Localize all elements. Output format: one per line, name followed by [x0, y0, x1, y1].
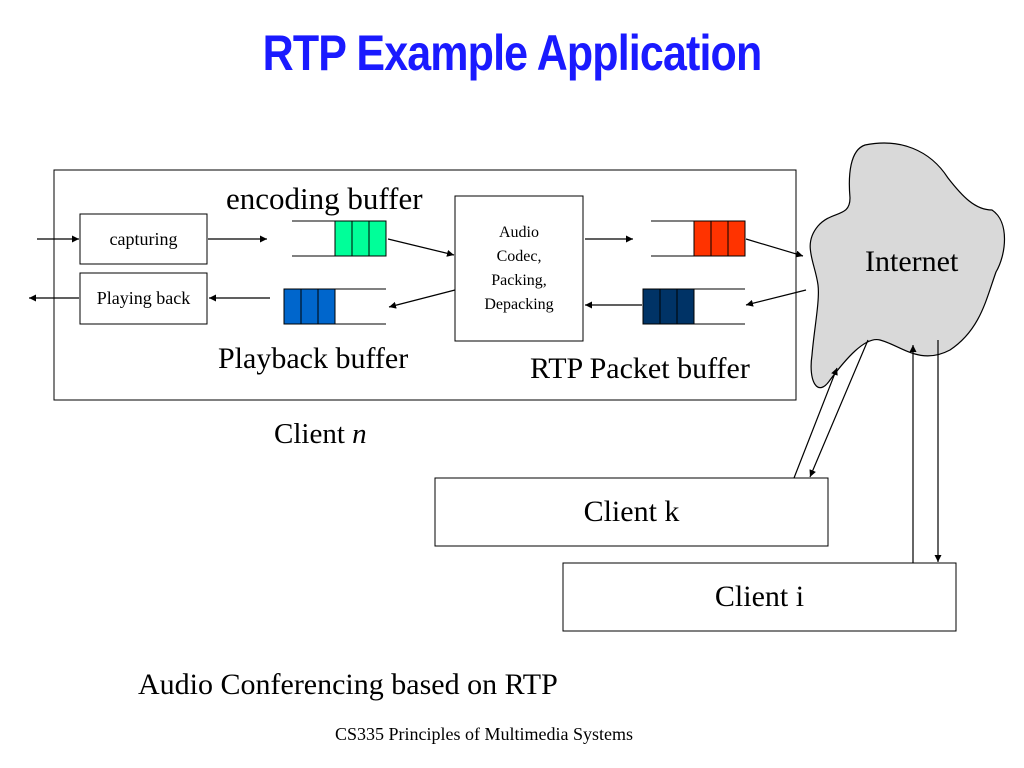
codec-label: Audio Codec, Packing, Depacking — [455, 196, 583, 341]
codec-line-2: Codec, — [496, 247, 542, 265]
playing-back-box — [79, 272, 208, 325]
internet-cloud — [809, 142, 1005, 389]
client-n-italic: n — [352, 418, 367, 450]
codec-line-4: Depacking — [484, 295, 554, 313]
encoding-buffer-label: encoding buffer — [226, 181, 423, 216]
client-n-label: Client n — [274, 418, 367, 451]
flow-arrows — [29, 235, 807, 309]
playback-buffer-label: Playback buffer — [218, 342, 409, 375]
client-i-label: Client i — [714, 580, 805, 613]
internet-label: Internet — [865, 245, 959, 278]
rtp-out-queue — [651, 220, 746, 257]
internet-connections — [793, 339, 942, 563]
client-k-box — [434, 477, 829, 547]
caption: Audio Conferencing based on RTP — [138, 668, 558, 701]
playback-buffer-queue — [283, 288, 386, 325]
footer: CS335 Principles of Multimedia Systems — [335, 724, 634, 744]
client-n-prefix: Client — [274, 418, 353, 450]
codec-box — [454, 195, 584, 342]
capturing-box — [79, 213, 208, 265]
codec-line-1: Audio — [499, 223, 539, 241]
rtp-packet-buffer-label: RTP Packet buffer — [530, 352, 750, 385]
rtp-in-queue — [642, 288, 745, 325]
codec-line-3: Packing, — [491, 271, 547, 289]
encoding-buffer-queue — [292, 220, 387, 257]
client-k-label: Client k — [583, 495, 680, 528]
capturing-label: capturing — [109, 228, 178, 249]
client-i-box — [562, 562, 957, 632]
playing-back-label: Playing back — [96, 288, 191, 308]
slide-title: RTP Example Application — [262, 25, 763, 81]
